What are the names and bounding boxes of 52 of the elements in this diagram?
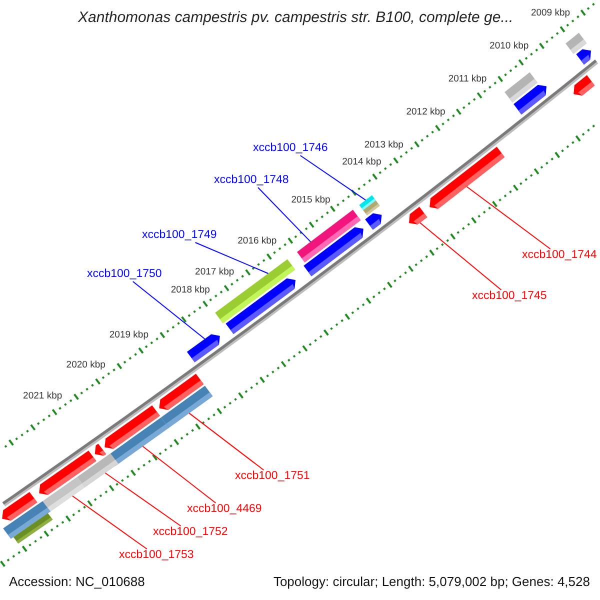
gene-block	[430, 146, 505, 209]
gene-label: xccb100_1749	[142, 230, 217, 242]
gene-block	[42, 477, 85, 512]
gene-label: xccb100_1748	[214, 175, 289, 186]
gene-label: xccb100_1744	[522, 250, 597, 262]
gene-label: xccb100_1753	[119, 550, 194, 562]
leader-line	[466, 186, 551, 250]
gene-block	[409, 206, 428, 224]
gene-block	[13, 513, 53, 544]
scale-label: 2009 kbp	[530, 8, 570, 18]
gene-label: xccb100_1746	[253, 143, 328, 154]
leader-line	[132, 281, 206, 340]
gene-block	[363, 200, 380, 216]
gene-block	[159, 374, 204, 410]
gene-label: xccb100_1751	[235, 471, 310, 482]
leader-line	[420, 222, 502, 290]
gene-block	[304, 227, 364, 276]
gene-block	[2, 492, 38, 521]
scale-label: 2010 kbp	[490, 42, 529, 52]
gene-block	[574, 75, 595, 96]
leader-line	[188, 412, 264, 470]
leader-line	[194, 242, 269, 274]
gene-label: xccb100_4469	[187, 504, 262, 516]
scale-label: 2019 kbp	[109, 330, 148, 340]
scale-label: 2018 kbp	[170, 285, 210, 295]
map-title: Xanthomonas campestris pv. campestris str. B100, complete ge...	[78, 10, 514, 25]
gene-label: xccb100_1752	[153, 527, 228, 538]
genome-info-text: Topology: circular; Length: 5,079,002 bp; Genes: 4,528	[273, 575, 590, 588]
gene-label: xccb100_1745	[472, 291, 547, 302]
gene-block	[566, 32, 587, 54]
leader-line	[258, 187, 312, 242]
gene-block	[226, 278, 296, 334]
leader-line	[300, 155, 366, 201]
accession-text: Accession: NC_010688	[9, 575, 145, 588]
gene-block	[94, 444, 106, 456]
scale-label: 2016 kbp	[238, 236, 277, 246]
leader-line	[72, 496, 148, 550]
gene-block	[365, 213, 382, 230]
scale-label: 2017 kbp	[195, 267, 234, 277]
scale-label: 2015 kbp	[291, 196, 330, 206]
scale-label: 2011 kbp	[448, 74, 487, 84]
scale-label: 2014 kbp	[342, 156, 382, 166]
scale-label: 2021 kbp	[23, 391, 62, 401]
scale-label: 2012 kbp	[406, 107, 446, 117]
gene-block	[576, 49, 591, 65]
gene-block	[504, 72, 538, 102]
scale-label: 2020 kbp	[66, 360, 106, 370]
leader-line	[142, 446, 216, 504]
gene-label: xccb100_1750	[87, 269, 162, 280]
gene-block	[186, 334, 220, 362]
scale-label: 2013 kbp	[364, 140, 404, 150]
leader-line	[104, 472, 182, 526]
